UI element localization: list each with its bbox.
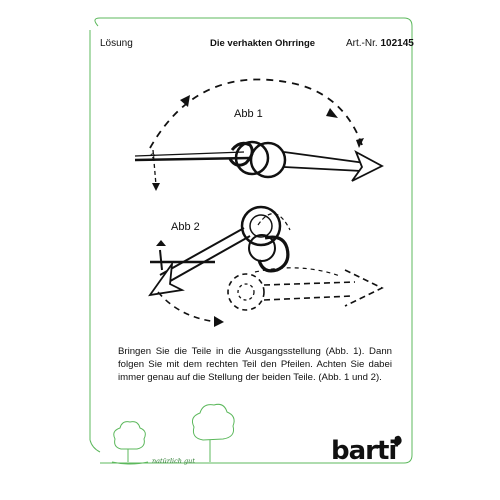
brand-tagline: natürlich gut <box>152 457 195 465</box>
solution-label: Lösung <box>100 38 133 49</box>
article-number-value: 102145 <box>380 38 414 49</box>
page-title: Die verhakten Ohrringe <box>210 38 316 49</box>
brand-logo: barti <box>331 436 397 466</box>
article-prefix: Art.-Nr. <box>346 38 378 49</box>
article-number: Art.-Nr. 102145 <box>346 38 414 49</box>
instruction-text: Bringen Sie die Teile in die Ausgangsste… <box>118 346 392 383</box>
figure-1-label: Abb 1 <box>234 108 263 120</box>
svg-text:?: ? <box>150 152 155 162</box>
figure-2-label: Abb 2 <box>171 221 200 233</box>
